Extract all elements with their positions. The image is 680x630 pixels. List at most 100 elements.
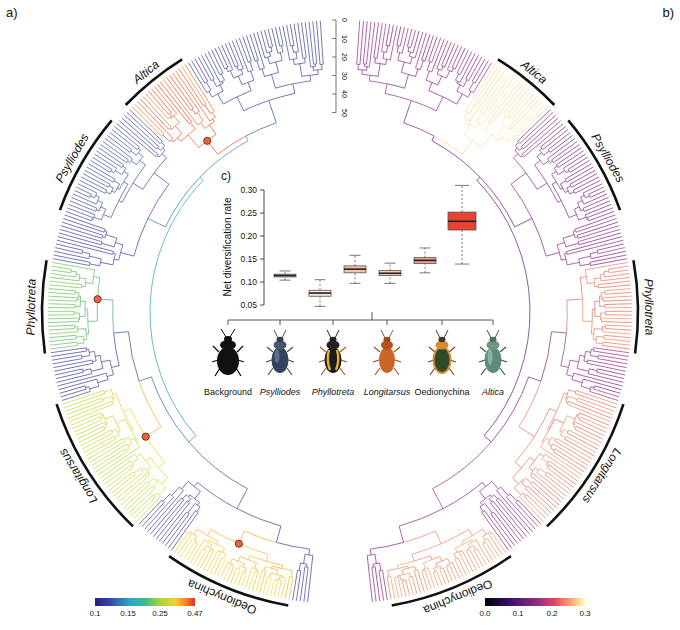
tree-branch [514, 484, 521, 495]
tree-branch [122, 118, 158, 149]
tree-branch [175, 126, 182, 138]
tree-branch [71, 271, 76, 274]
tree-branch [566, 167, 594, 182]
tree-branch [215, 48, 226, 69]
tree-branch [556, 170, 565, 174]
tree-branch [87, 167, 115, 182]
tree-branch [185, 64, 214, 112]
y-axis [260, 190, 264, 305]
tree-branch [221, 74, 224, 81]
tree-branch [387, 74, 408, 88]
tree-branch [102, 243, 116, 247]
tree-branch [239, 531, 276, 544]
tree-branch [82, 283, 86, 287]
tree-branch [550, 437, 556, 440]
tree-branch [82, 352, 90, 357]
tree-branch [285, 576, 291, 599]
tree-branch [79, 309, 85, 317]
tree-branch [174, 116, 180, 126]
tree-branch [578, 398, 615, 411]
tree-branch [194, 534, 197, 540]
beetle-head [277, 337, 284, 343]
tree-branch [226, 68, 230, 72]
tree-branch [443, 94, 462, 104]
tree-branch [554, 449, 586, 469]
tree-branch [195, 499, 200, 505]
tree-branch [79, 180, 106, 193]
beetle-head [384, 337, 391, 343]
rate-shift-dot [142, 433, 149, 440]
beetle-icon [212, 329, 244, 376]
tree-branch [148, 489, 184, 532]
tree-branch [437, 566, 441, 569]
tree-branch [76, 422, 106, 436]
tree-branch [279, 26, 283, 45]
tree-branch [485, 539, 499, 557]
tree-branch [577, 201, 582, 207]
tree-branch [473, 135, 492, 148]
tree-branch [517, 107, 548, 136]
tree-branch [450, 68, 454, 72]
tree-branch [609, 270, 629, 273]
tree-branch [549, 135, 572, 152]
tree-branch [547, 412, 556, 431]
beetle-leg [373, 347, 401, 375]
tree-branch [86, 321, 89, 334]
tree-branch [121, 218, 148, 256]
tree-branch [198, 113, 204, 123]
tree-branch [427, 62, 430, 71]
tree-branch [100, 415, 102, 418]
tree-branch [83, 174, 109, 188]
tree-branch [48, 304, 75, 306]
tree-branch [492, 512, 518, 544]
tree-branch [566, 399, 568, 403]
tree-branch [65, 215, 105, 231]
tree-branch [76, 336, 84, 339]
tree-branch [519, 112, 553, 143]
tree-branch [69, 204, 95, 217]
tree-branch [526, 173, 547, 189]
tree-branch [225, 44, 237, 68]
tree-branch [58, 237, 114, 253]
tree-branch [109, 186, 113, 191]
tree-branch [605, 311, 632, 313]
tree-branch [408, 69, 417, 77]
tree-branch [475, 69, 501, 106]
tree-branch [367, 555, 372, 602]
tree-branch [568, 430, 600, 446]
tree-branch [230, 559, 238, 564]
tree-branch [114, 253, 121, 261]
tree-branch [93, 356, 97, 361]
tree-branch [134, 468, 142, 473]
tree-branch [49, 335, 76, 337]
tree-branch [422, 34, 430, 60]
tree-branch [126, 446, 129, 450]
tree-branch [201, 123, 210, 129]
tree-branch [148, 177, 200, 227]
tree-branch [236, 39, 251, 72]
tree-branch [63, 391, 105, 405]
tree-branch [567, 186, 571, 191]
tree-branch [579, 418, 606, 432]
tree-branch [113, 253, 115, 259]
tree-branch [577, 215, 587, 220]
tree-branch [51, 349, 86, 356]
beetle-icon [428, 330, 456, 375]
category-label: Phyllotreta [312, 388, 355, 397]
tree-branch [154, 87, 176, 116]
tree-branch [116, 419, 131, 431]
tree-branch [94, 215, 104, 220]
tree-branch [246, 35, 256, 61]
tree-branch [571, 174, 597, 188]
tree-branch [187, 543, 197, 561]
colorbar-tick: 0.2 [546, 610, 557, 618]
tree-branch [113, 393, 124, 412]
tree-branch [506, 496, 535, 530]
clade-label: Altica [519, 58, 549, 86]
box [448, 212, 476, 230]
tree-branch [375, 58, 380, 64]
tree-branch [573, 231, 575, 235]
tree-branch [89, 256, 101, 262]
clade-bar [57, 404, 133, 526]
tree-branch [218, 85, 224, 94]
